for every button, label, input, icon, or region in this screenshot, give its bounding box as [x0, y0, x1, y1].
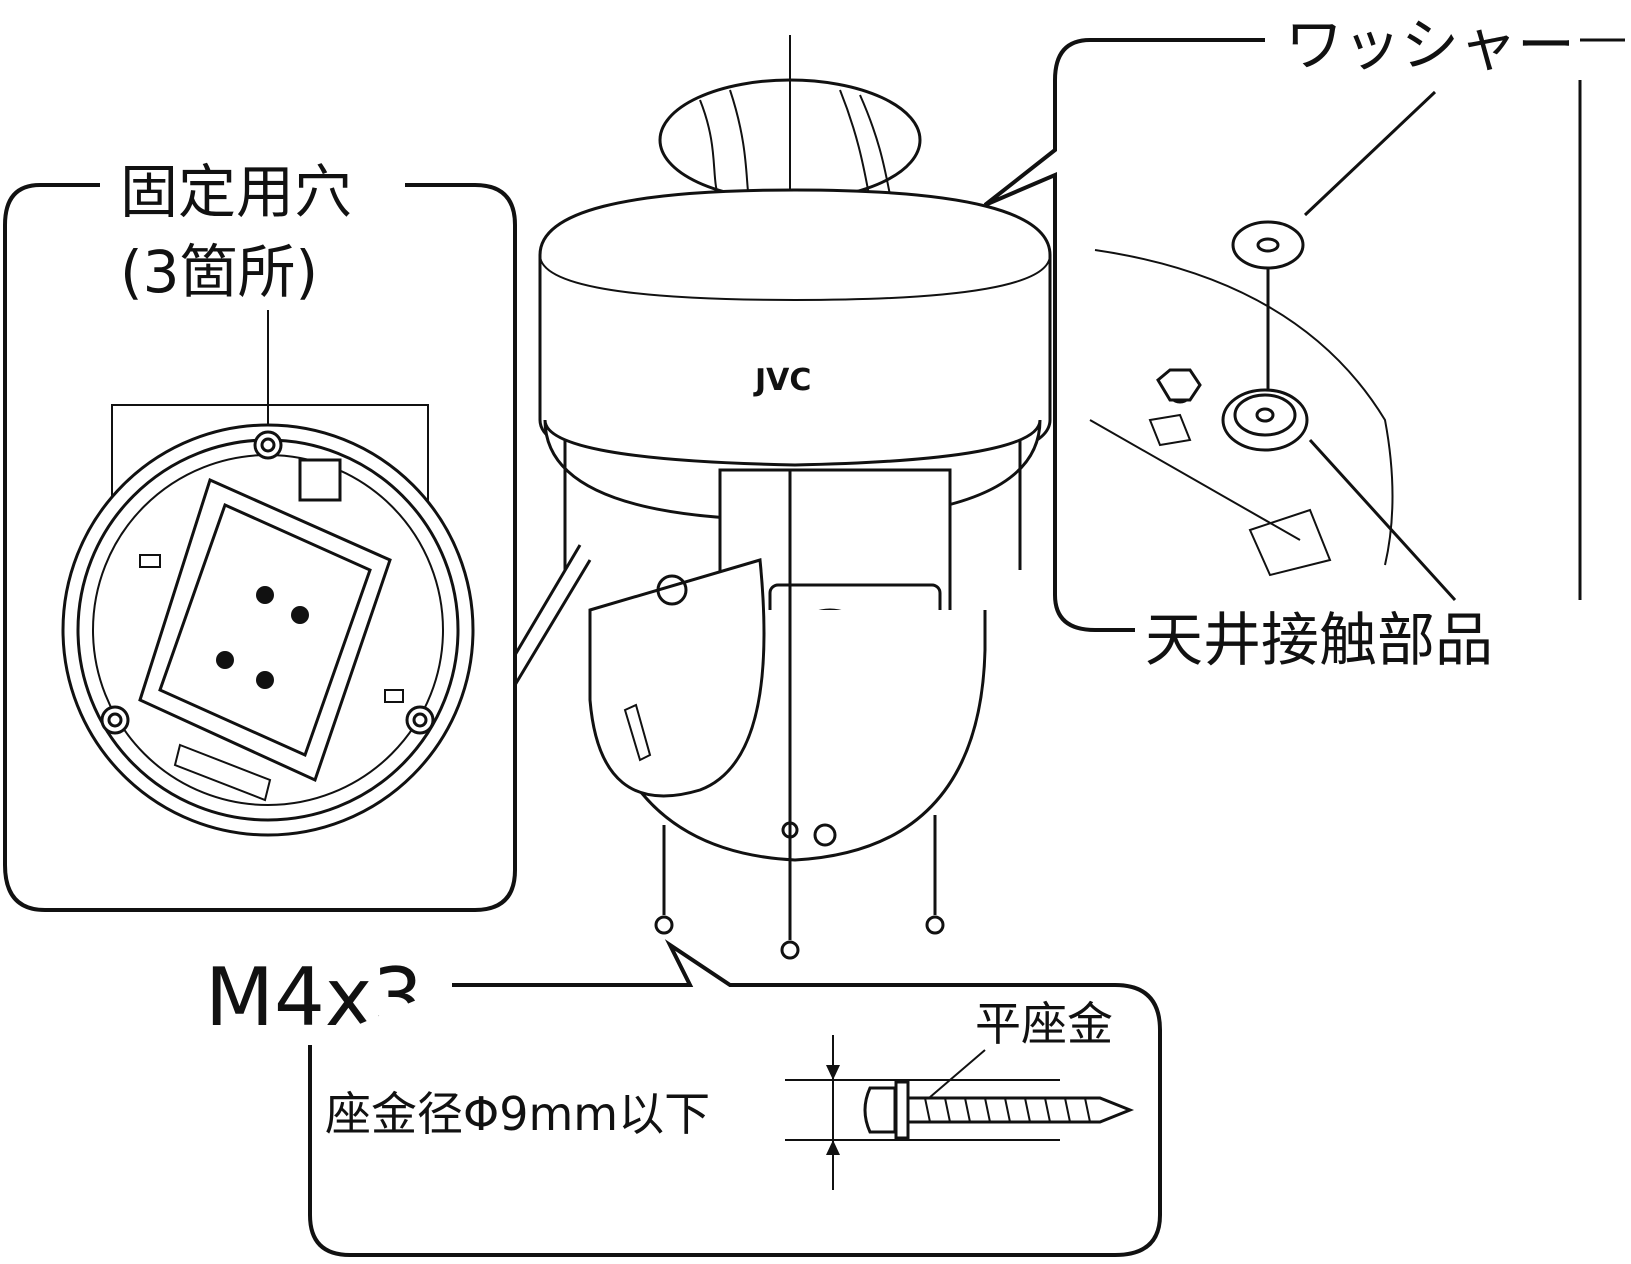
- flat-washer-label: 平座金: [975, 997, 1113, 1051]
- fixing-hole-top: [253, 430, 283, 460]
- screw-right: [925, 815, 945, 935]
- ceiling-contact-part: [1221, 388, 1309, 452]
- ceiling-contact-part-label: 天井接触部品: [1145, 606, 1493, 674]
- screw-center: [780, 470, 800, 960]
- brand-logo: JVC: [753, 363, 811, 398]
- fixing-holes-label: 固定用穴: [120, 158, 352, 226]
- fixing-hole-left: [100, 705, 130, 735]
- fixing-hole-right: [405, 705, 435, 735]
- dome-camera-illustration: JVC: [538, 35, 1052, 960]
- fixing-holes-count-label: (3箇所): [120, 238, 318, 306]
- screw-left: [654, 825, 674, 935]
- washer-part: [1231, 220, 1305, 270]
- screw-spec-callout: M4x3 座金径Φ9mm以下 平座金: [205, 939, 1162, 1257]
- washer-diameter-note: 座金径Φ9mm以下: [325, 1087, 710, 1141]
- camera-base-top-view: [61, 423, 475, 837]
- washer-label: ワッシャー: [1285, 11, 1575, 79]
- fixing-holes-callout: 固定用穴 (3箇所): [2, 158, 592, 912]
- screw-icon: [863, 1080, 1135, 1140]
- washer-callout: ワッシャー 天井接触部品: [983, 11, 1625, 674]
